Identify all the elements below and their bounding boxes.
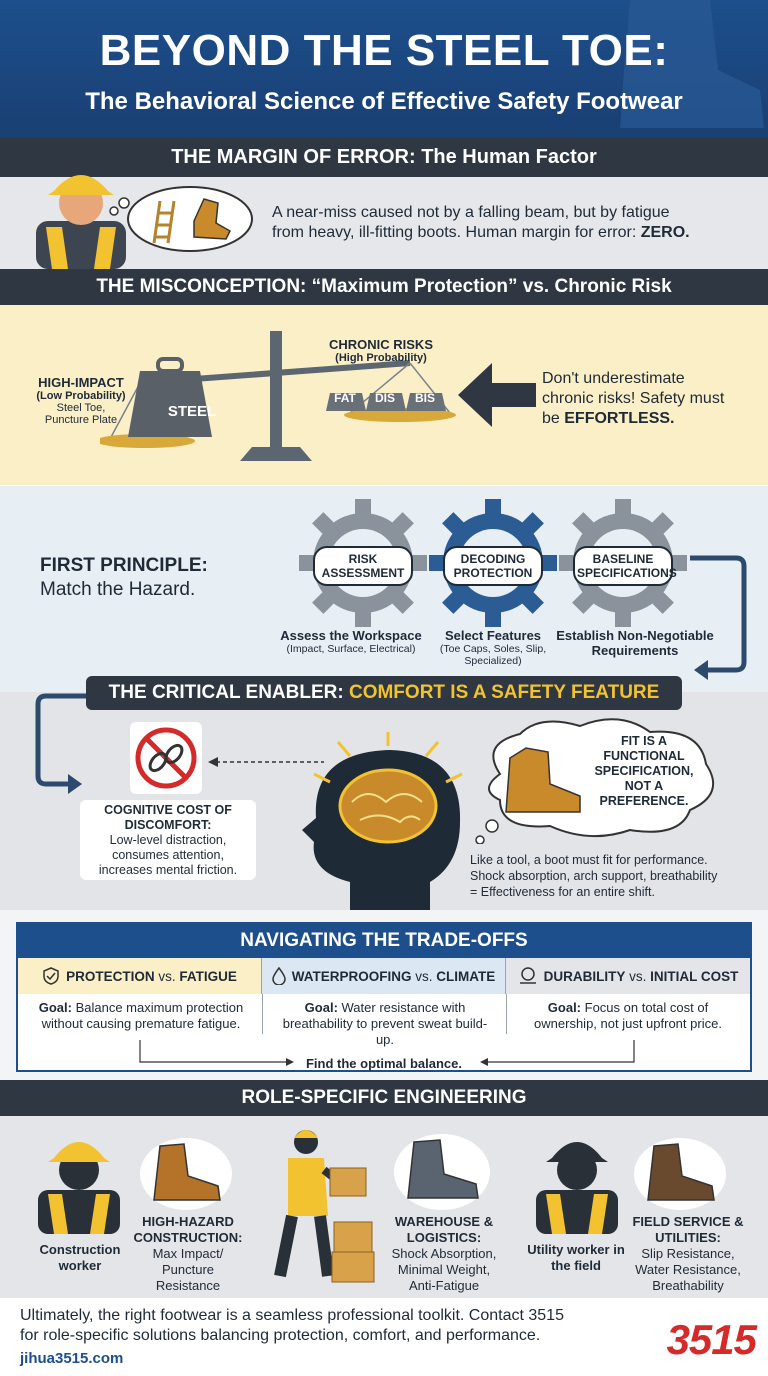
worker-label-utility: Utility worker in the field [527, 1242, 625, 1273]
high-impact-label: HIGH-IMPACT (Low Probability) Steel Toe,… [36, 375, 126, 426]
thought-bubble-icon [109, 186, 253, 252]
tradeoffs-section: NAVIGATING THE TRADE-OFFS [0, 910, 768, 1080]
cognitive-cost-box: COGNITIVE COST OF DISCOMFORT: Low-level … [80, 800, 256, 880]
dashed-arrow-icon [208, 757, 324, 767]
tradeoff-protection-fatigue: PROTECTION vs. FATIGUE [18, 958, 262, 994]
no-chain-icon [130, 722, 202, 794]
first-principle-title: FIRST PRINCIPLE: Match the Hazard. [40, 555, 208, 600]
footer-text: Ultimately, the right footwear is a seam… [20, 1307, 564, 1344]
balance-scale-icon [100, 331, 456, 461]
gear-label-baseline-specifications: BASELINE SPECIFICATIONS [573, 546, 677, 586]
roles-section: Construction worker HIGH-HAZARD CONSTRUC… [0, 1116, 768, 1298]
gear-caption-assess: Assess the Workspace(Impact, Surface, El… [280, 628, 422, 655]
section-heading-margin-of-error: THE MARGIN OF ERROR: The Human Factor [0, 138, 768, 177]
margin-of-error-text: A near-miss caused not by a falling beam… [272, 204, 690, 241]
steel-weight-label: STEEL [167, 403, 217, 420]
tool-fit-text: Like a tool, a boot must fit for perform… [470, 853, 718, 899]
work-boot-icon [140, 1138, 232, 1210]
tradeoff-divider [506, 994, 507, 1034]
tradeoff-divider [262, 994, 263, 1034]
page-subtitle: The Behavioral Science of Effective Safe… [85, 88, 683, 115]
thought-bubble-icon [475, 718, 715, 844]
section-heading-misconception: THE MISCONCEPTION: “Maximum Protection” … [0, 269, 768, 305]
weight-label-bis: BIS [414, 391, 435, 405]
arrow-left-icon [458, 363, 536, 427]
tradeoff-goal-protection: Goal: Balance maximum protection without… [38, 1000, 244, 1031]
role-title-warehouse: WAREHOUSE & LOGISTICS: [394, 1214, 494, 1245]
balance-arrows-icon [139, 1040, 635, 1066]
role-title-construction: HIGH-HAZARD CONSTRUCTION: [133, 1214, 243, 1245]
flow-arrow-icon [35, 693, 86, 794]
gear-label-risk-assessment: RISK ASSESSMENT [313, 546, 413, 586]
utility-worker-icon [536, 1142, 618, 1234]
tradeoff-durability-cost: DURABILITY vs. INITIAL COST [506, 958, 750, 994]
gear-caption-establish: Establish Non-Negotiable Requirements [556, 628, 714, 658]
footer-website-link[interactable]: jihua3515.com [20, 1350, 124, 1367]
work-boot-icon [394, 1134, 490, 1210]
first-principle-section: FIRST PRINCIPLE: Match the Hazard. RISK … [0, 486, 768, 692]
critical-enabler-heading: THE CRITICAL ENABLER: COMFORT IS A SAFET… [86, 676, 682, 710]
shield-check-icon [43, 967, 59, 985]
weight-label-fat: FAT [334, 391, 356, 405]
tradeoff-goal-waterproofing: Goal: Water resistance with breathabilit… [282, 1000, 488, 1047]
header-banner: BEYOND THE STEEL TOE: The Behavioral Sci… [0, 0, 768, 138]
tradeoff-goal-durability: Goal: Focus on total cost of ownership, … [534, 1000, 722, 1031]
worker-icon [36, 175, 126, 269]
tradeoff-waterproofing-climate: WATERPROOFING vs. CLIMATE [262, 958, 506, 994]
head-brain-icon [302, 732, 463, 910]
critical-enabler-section: THE CRITICAL ENABLER: COMFORT IS A SAFET… [0, 676, 768, 910]
chronic-risks-label: CHRONIC RISKS (High Probability) [328, 337, 433, 364]
worker-label-construction: Construction worker [39, 1242, 121, 1273]
gear-caption-select: Select Features(Toe Caps, Soles, Slip, S… [439, 628, 547, 667]
role-title-field-service: FIELD SERVICE & UTILITIES: [632, 1214, 744, 1245]
tradeoffs-heading: NAVIGATING THE TRADE-OFFS [18, 924, 750, 958]
role-desc-warehouse: Shock Absorption,Minimal Weight,Anti-Fat… [391, 1246, 497, 1293]
coin-hand-icon [519, 967, 536, 984]
fit-specification-text: FIT IS A FUNCTIONAL SPECIFICATION, NOT A… [594, 734, 694, 808]
misconception-section: STEEL FAT DIS BIS HIGH-IMPACT (Low Proba… [0, 305, 768, 485]
weight-label-dis: DIS [374, 391, 395, 405]
boot-watermark-icon [620, 0, 764, 128]
construction-worker-icon [38, 1142, 120, 1234]
warehouse-worker-icon [274, 1130, 375, 1283]
page-title: BEYOND THE STEEL TOE: [99, 26, 669, 75]
water-drop-icon [271, 967, 286, 985]
work-boot-icon [634, 1138, 726, 1210]
footer: Ultimately, the right footwear is a seam… [0, 1298, 768, 1376]
brand-logo: 3515 [666, 1316, 757, 1363]
flow-arrow-icon [690, 555, 747, 680]
misconception-callout: Don't underestimate chronic risks! Safet… [542, 370, 725, 427]
optimal-balance-text: Find the optimal balance. [305, 1056, 463, 1071]
role-desc-field-service: Slip Resistance,Water Resistance,Breatha… [635, 1246, 741, 1293]
gear-label-decoding-protection: DECODING PROTECTION [443, 546, 543, 586]
margin-of-error-section: A near-miss caused not by a falling beam… [0, 175, 768, 269]
section-heading-roles: ROLE-SPECIFIC ENGINEERING [0, 1080, 768, 1116]
